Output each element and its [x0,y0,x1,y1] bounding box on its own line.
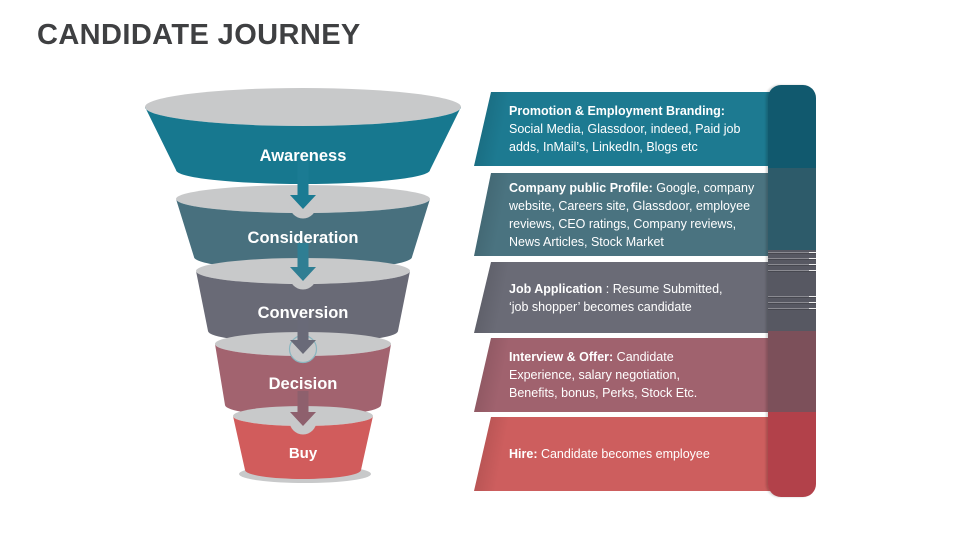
info-row-company-profile: Company public Profile: Google, company … [474,173,772,256]
down-arrow-icon [290,243,316,281]
info-row-text: Job Application : Resume Submitted, ‘job… [509,281,723,314]
funnel-stage-buy [233,416,373,479]
spine-segment-awareness [768,85,816,168]
funnel-stage-consideration [176,199,430,270]
down-arrow-icon [290,391,316,426]
info-row-text: Promotion & Employment Branding: Social … [509,104,741,154]
info-row-text: Hire: Candidate becomes employee [509,447,710,461]
down-arrow-icon [290,156,316,209]
spine-segment-consideration [768,168,816,250]
down-arrow-icon [290,317,316,354]
funnel-label-awareness: Awareness [260,147,347,165]
book-spine [768,85,816,497]
funnel-stage-awareness [145,107,461,184]
info-row-text: Company public Profile: Google, company … [509,180,755,249]
slide-title: CANDIDATE JOURNEY [37,19,361,51]
funnel-lip [145,88,461,126]
info-row-hire: Hire: Candidate becomes employee [474,417,772,491]
info-row-job-application: Job Application : Resume Submitted, ‘job… [474,262,772,333]
candidate-funnel: Awareness Consideration Conversion Decis… [145,88,461,483]
page-ridges [768,296,816,314]
funnel-label-consideration: Consideration [248,229,359,247]
spine-segment-conversion [768,250,816,331]
info-row-interview-offer: Interview & Offer: Candidate Experience,… [474,338,772,412]
funnel-label-buy: Buy [289,445,318,462]
spine-segment-decision [768,331,816,412]
info-row-text: Interview & Offer: Candidate Experience,… [509,350,698,400]
info-row-promotion-branding: Promotion & Employment Branding: Social … [474,92,772,166]
spine-segment-hire [768,412,816,497]
funnel-stage-decision [215,344,391,416]
funnel-label-conversion: Conversion [258,304,349,322]
page-ridges [768,252,816,274]
funnel-label-decision: Decision [269,375,338,393]
funnel-stage-conversion [196,271,410,343]
